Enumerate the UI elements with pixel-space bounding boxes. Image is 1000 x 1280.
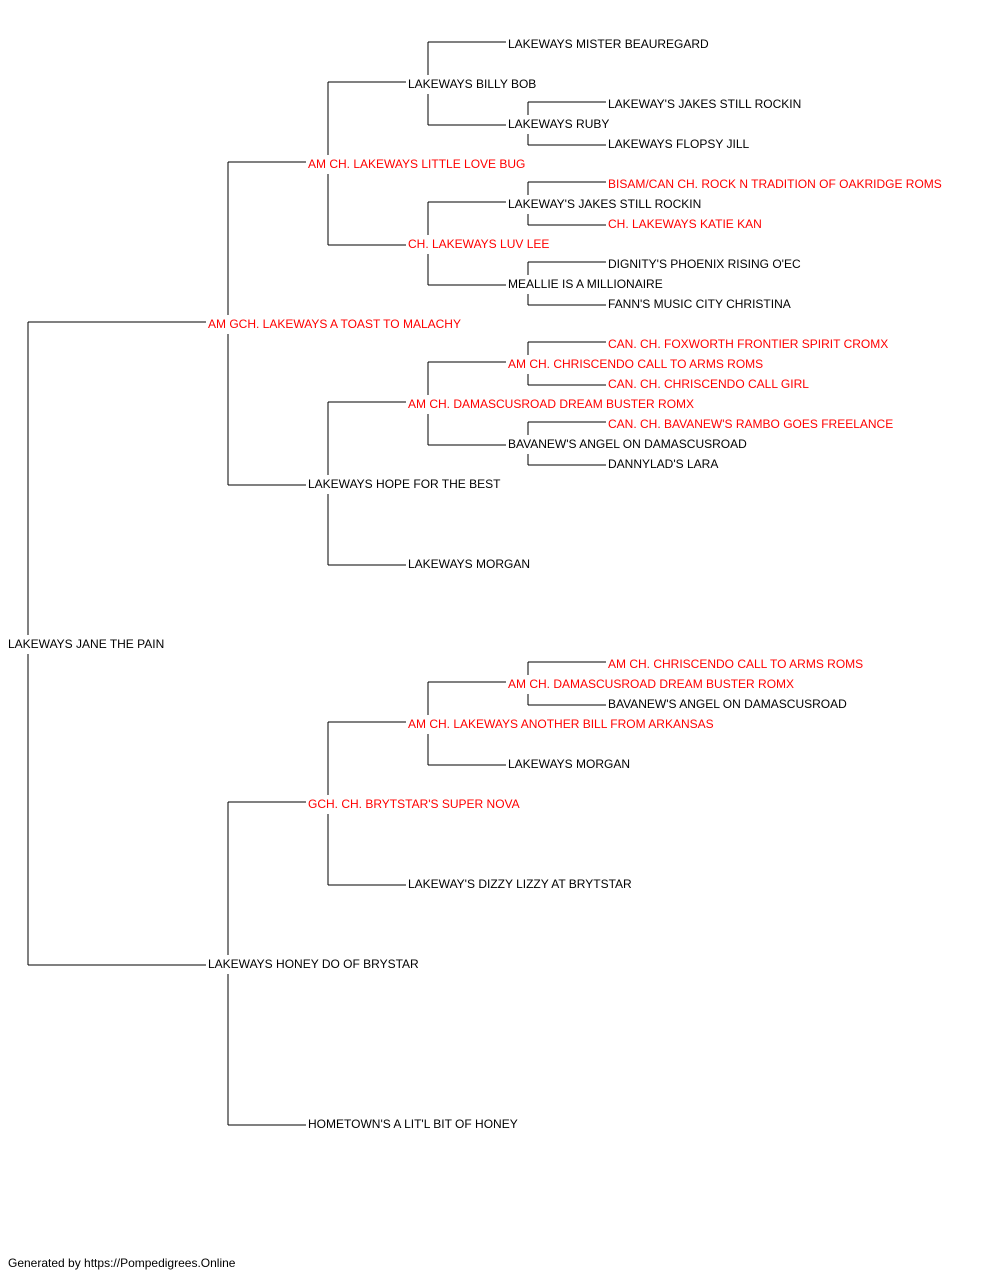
pedigree-name-sire-sire-dam: CH. LAKEWAYS LUV LEE	[408, 237, 549, 251]
pedigree-name-dsss-dam: BAVANEW'S ANGEL ON DAMASCUSROAD	[608, 697, 847, 711]
pedigree-name-sdsd-sire: CAN. CH. BAVANEW'S RAMBO GOES FREELANCE	[608, 417, 893, 431]
pedigree-name-dss-sire: AM CH. DAMASCUSROAD DREAM BUSTER ROMX	[508, 677, 794, 691]
pedigree-name-sss-dam: LAKEWAYS RUBY	[508, 117, 609, 131]
pedigree-labels: LAKEWAYS JANE THE PAIN AM GCH. LAKEWAYS A…	[8, 37, 942, 1131]
pedigree-name-sdsd-dam: DANNYLAD'S LARA	[608, 457, 718, 471]
pedigree-name-ssdd-dam: FANN'S MUSIC CITY CHRISTINA	[608, 297, 791, 311]
pedigree-name-sdss-dam: CAN. CH. CHRISCENDO CALL GIRL	[608, 377, 809, 391]
pedigree-connectors	[27, 41, 606, 1126]
generated-by-footer: Generated by https://Pompedigrees.Online	[8, 1256, 236, 1270]
pedigree-name-sire-sire-sire: LAKEWAYS BILLY BOB	[408, 77, 536, 91]
pedigree-name-sssd-dam: LAKEWAYS FLOPSY JILL	[608, 137, 749, 151]
pedigree-name-sds-sire: AM CH. CHRISCENDO CALL TO ARMS ROMS	[508, 357, 763, 371]
pedigree-name-dam: LAKEWAYS HONEY DO OF BRYSTAR	[208, 957, 419, 971]
pedigree-name-sire-sire: AM CH. LAKEWAYS LITTLE LOVE BUG	[308, 157, 525, 171]
pedigree-name-dss-dam: LAKEWAYS MORGAN	[508, 757, 630, 771]
pedigree-name-subject: LAKEWAYS JANE THE PAIN	[8, 637, 164, 651]
pedigree-name-sds-dam: BAVANEW'S ANGEL ON DAMASCUSROAD	[508, 437, 747, 451]
pedigree-name-ssd-sire: LAKEWAY'S JAKES STILL ROCKIN	[508, 197, 701, 211]
pedigree-name-sss-sire: LAKEWAYS MISTER BEAUREGARD	[508, 37, 709, 51]
pedigree-name-dam-sire-dam: LAKEWAY'S DIZZY LIZZY AT BRYTSTAR	[408, 877, 632, 891]
pedigree-name-sire-dam-dam: LAKEWAYS MORGAN	[408, 557, 530, 571]
pedigree-name-ssds-sire: BISAM/CAN CH. ROCK N TRADITION OF OAKRID…	[608, 177, 942, 191]
pedigree-name-sire: AM GCH. LAKEWAYS A TOAST TO MALACHY	[208, 317, 461, 331]
pedigree-name-dsss-sire: AM CH. CHRISCENDO CALL TO ARMS ROMS	[608, 657, 863, 671]
pedigree-name-dam-sire: GCH. CH. BRYTSTAR'S SUPER NOVA	[308, 797, 520, 811]
pedigree-name-sire-dam: LAKEWAYS HOPE FOR THE BEST	[308, 477, 501, 491]
pedigree-name-sdss-sire: CAN. CH. FOXWORTH FRONTIER SPIRIT CROMX	[608, 337, 888, 351]
pedigree-name-ssds-dam: CH. LAKEWAYS KATIE KAN	[608, 217, 762, 231]
pedigree-name-dam-sire-sire: AM CH. LAKEWAYS ANOTHER BILL FROM ARKANS…	[408, 717, 714, 731]
pedigree-name-ssd-dam: MEALLIE IS A MILLIONAIRE	[508, 277, 663, 291]
pedigree-name-sssd-sire: LAKEWAY'S JAKES STILL ROCKIN	[608, 97, 801, 111]
pedigree-name-ssdd-sire: DIGNITY'S PHOENIX RISING O'EC	[608, 257, 801, 271]
pedigree-name-sire-dam-sire: AM CH. DAMASCUSROAD DREAM BUSTER ROMX	[408, 397, 694, 411]
pedigree-name-dam-dam: HOMETOWN'S A LIT'L BIT OF HONEY	[308, 1117, 518, 1131]
